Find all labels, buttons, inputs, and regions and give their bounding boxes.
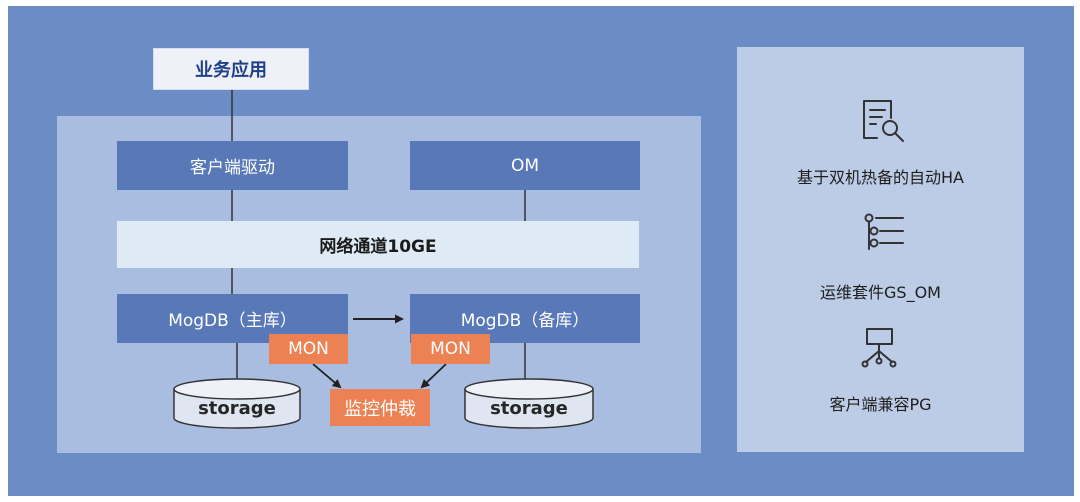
feature-gs-om-label: 运维套件GS_OM	[820, 283, 941, 302]
client-driver-box: 客户端驱动	[117, 141, 348, 190]
om-label: OM	[510, 155, 540, 176]
mon-standby-box: MON	[411, 334, 490, 364]
list-tree-icon	[864, 213, 904, 250]
storage-primary-label: storage	[198, 398, 276, 419]
business-application-label: 业务应用	[195, 60, 267, 81]
mon-primary-label: MON	[288, 339, 329, 359]
om-box: OM	[410, 141, 640, 190]
storage-standby-cylinder	[464, 378, 594, 429]
client-driver-label: 客户端驱动	[190, 158, 275, 178]
storage-standby-label: storage	[490, 398, 568, 419]
network-node-icon	[861, 328, 897, 368]
primary-db-label: MogDB（主库）	[168, 311, 297, 331]
mon-primary-box: MON	[269, 334, 348, 364]
business-application-box: 业务应用	[153, 48, 309, 90]
features-panel	[737, 47, 1024, 452]
feature-pg-compat-label: 客户端兼容PG	[829, 395, 932, 414]
standby-db-label: MogDB（备库）	[460, 311, 590, 331]
storage-primary-cylinder	[173, 378, 301, 429]
monitor-arbitration-label: 监控仲裁	[344, 398, 416, 420]
document-search-icon	[863, 100, 904, 142]
mon-primary-arrow	[312, 363, 342, 389]
monitor-arbitration-box: 监控仲裁	[330, 389, 430, 426]
network-channel-label: 网络通道10GE	[319, 237, 437, 257]
feature-auto-ha-label: 基于双机热备的自动HA	[797, 168, 964, 187]
network-channel-box: 网络通道10GE	[117, 221, 639, 268]
mon-standby-arrow	[420, 363, 447, 389]
mon-standby-label: MON	[430, 339, 471, 359]
